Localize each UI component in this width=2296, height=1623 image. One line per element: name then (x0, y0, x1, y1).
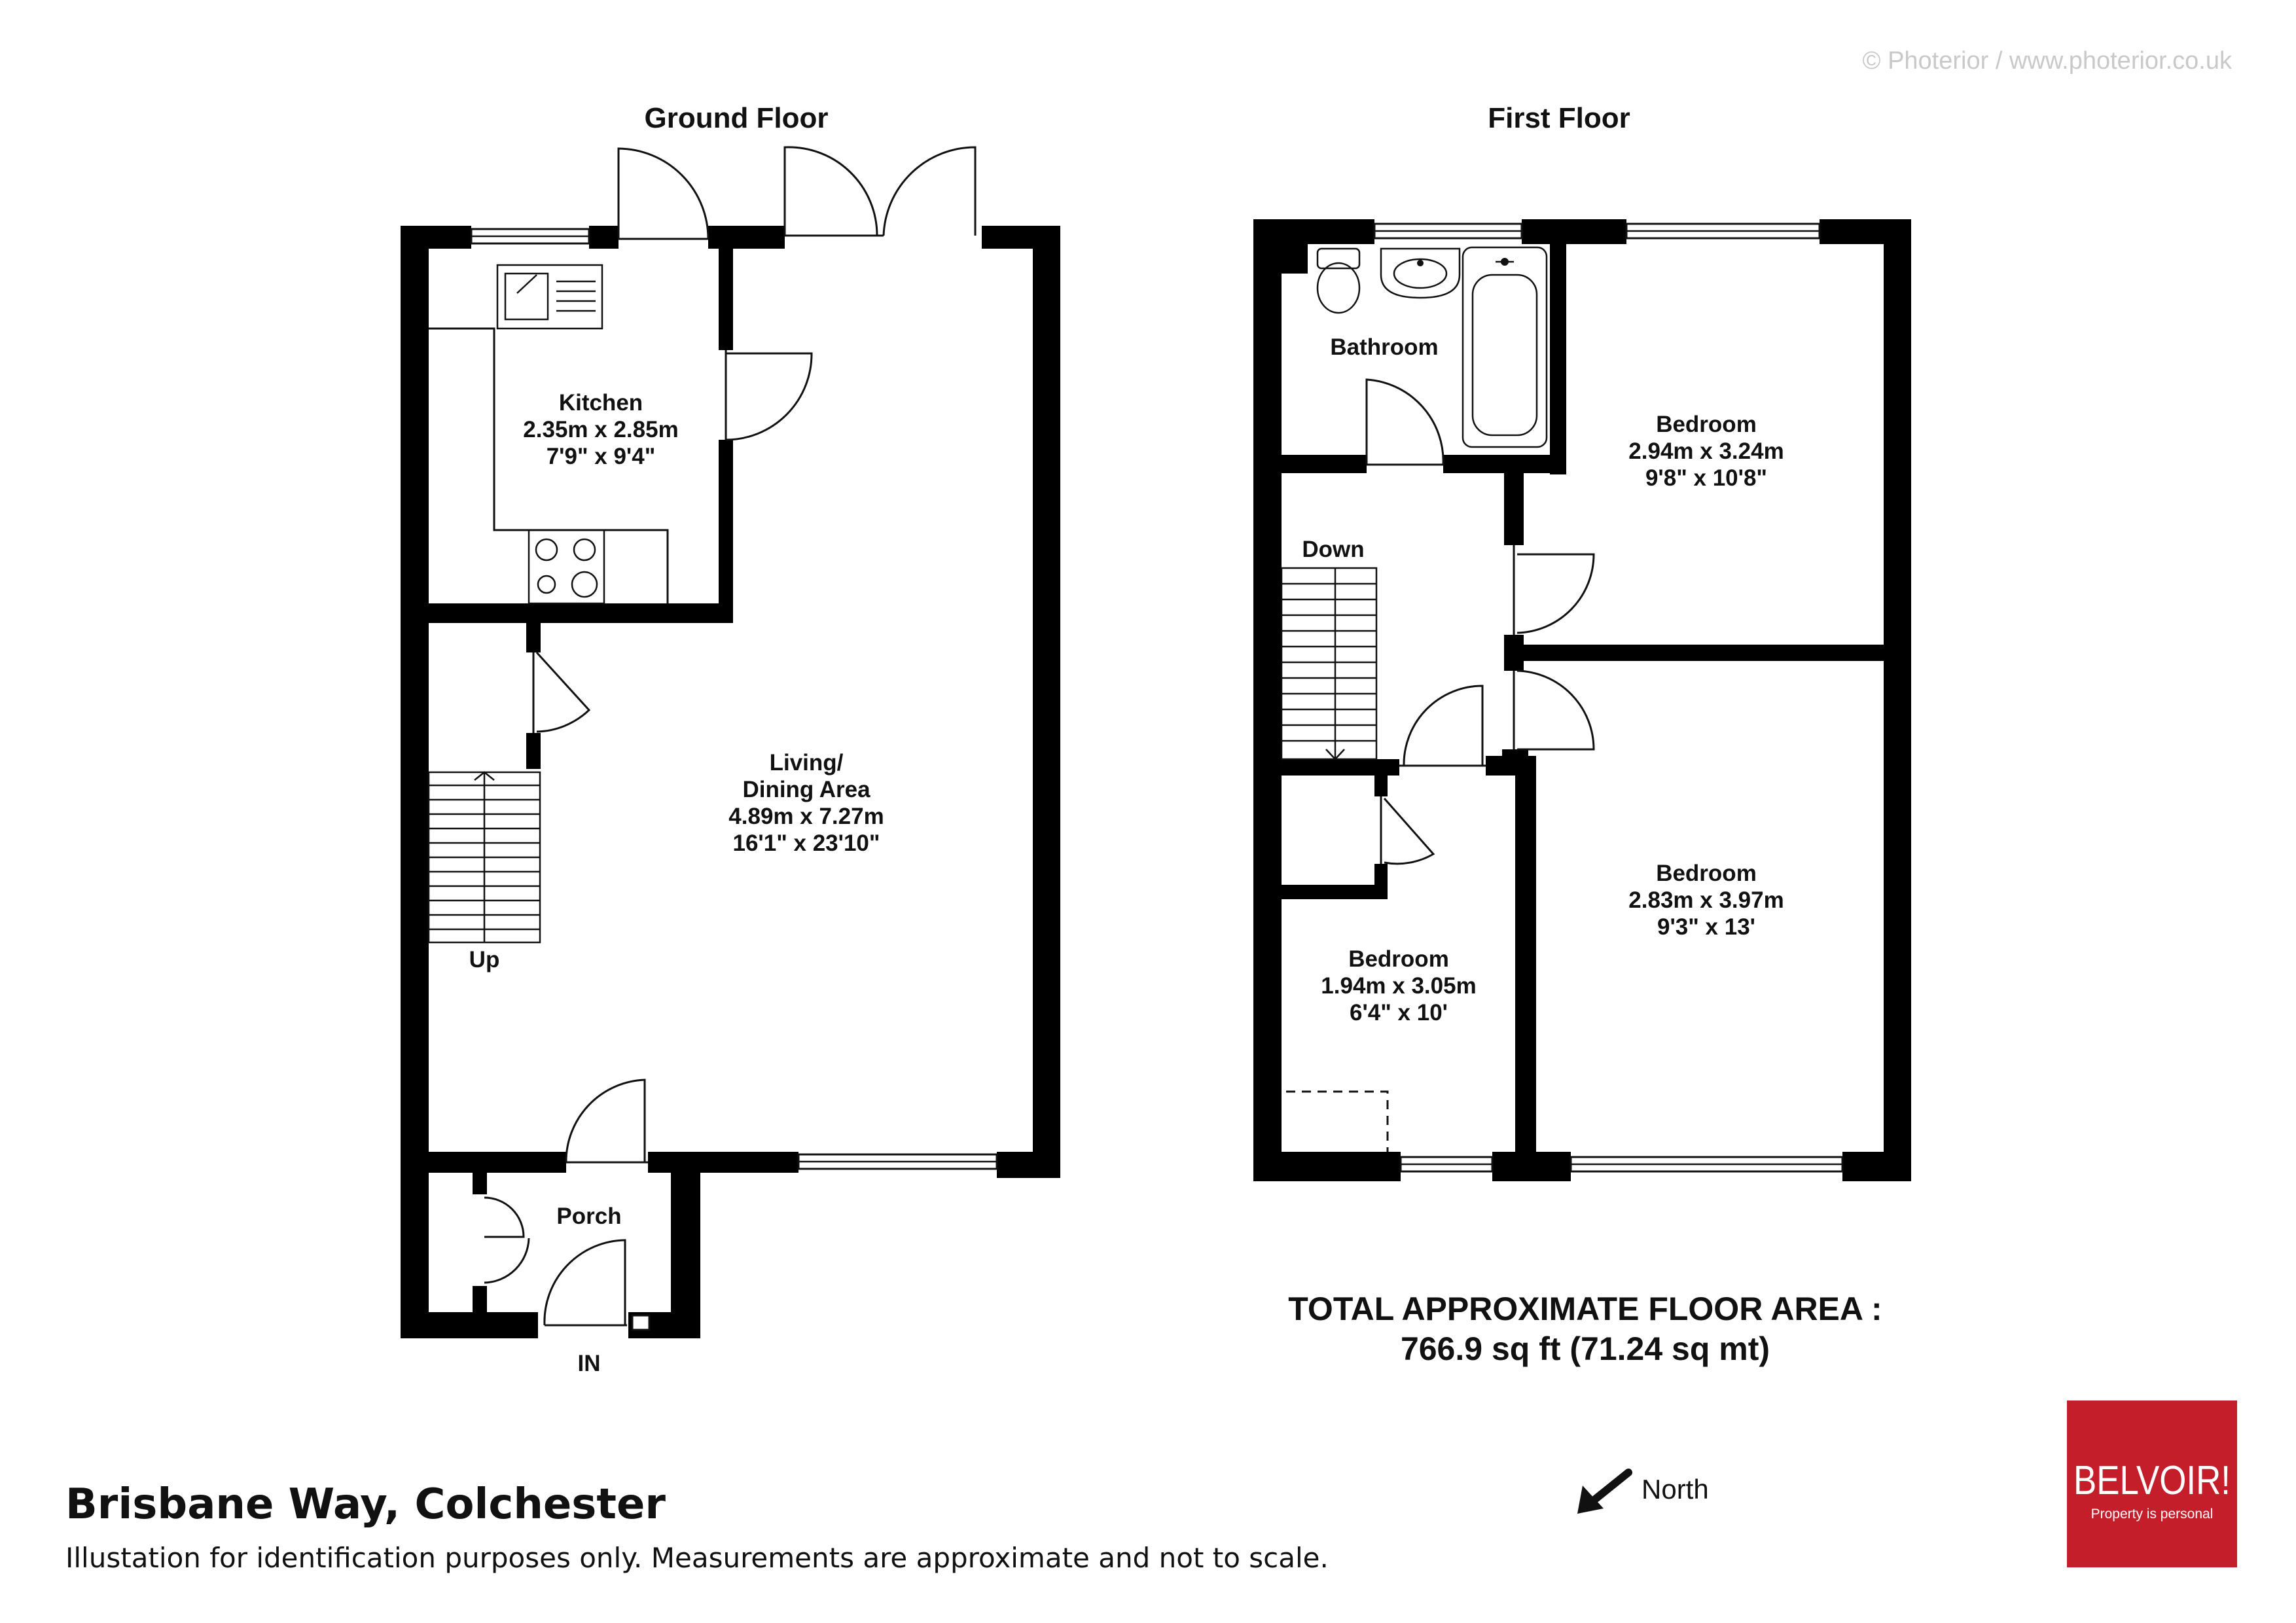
wall (1282, 244, 1308, 274)
window (631, 1314, 651, 1331)
wall (1253, 219, 1282, 1181)
kitchen-imperial: 7'9" x 9'4" (547, 444, 656, 469)
wall (589, 226, 619, 249)
wall (719, 249, 733, 350)
door-swing (1513, 669, 1595, 751)
french-doors (783, 146, 977, 237)
wall (1884, 219, 1911, 1181)
belvoir-logo: BELVOIR! Property is personal (2067, 1400, 2237, 1567)
loft-hatch (1286, 1090, 1389, 1152)
logo-tagline: Property is personal (2091, 1507, 2214, 1522)
wall (1253, 1152, 1401, 1181)
wall (1282, 455, 1367, 473)
bedroom-small-imperial: 6'4" x 10' (1350, 1000, 1448, 1026)
wall (1522, 219, 1626, 244)
sink-icon (496, 264, 603, 330)
stairs-down-label: Down (1302, 537, 1364, 562)
kitchen-label: Kitchen (559, 390, 643, 416)
bedroom-front-imperial: 9'3" x 13' (1657, 914, 1755, 940)
ground-floor-plan: Ground Floor (401, 102, 1060, 1376)
wall (982, 226, 1060, 249)
address-title: Brisbane Way, Colchester (65, 1480, 666, 1529)
wall (1033, 226, 1060, 1178)
door-swing (1365, 378, 1444, 466)
toilet-icon (1316, 262, 1361, 314)
door-swing (1513, 545, 1595, 635)
hob-icon (528, 529, 605, 605)
first-floor-title: First Floor (1488, 102, 1630, 134)
living-imperial: 16'1" x 23'10" (732, 830, 880, 856)
wall (1504, 635, 1524, 671)
north-arrow-icon (1577, 1469, 1632, 1514)
wall (1842, 1152, 1911, 1181)
north-label: North (1641, 1474, 1709, 1505)
door-swing (617, 147, 709, 240)
entrance-label: IN (578, 1351, 601, 1376)
stairs-down (1280, 567, 1378, 760)
wall (429, 603, 733, 623)
wall (997, 1152, 1060, 1178)
door-swing (532, 651, 591, 733)
wall (1515, 756, 1536, 1181)
bedroom-rear-imperial: 9'8" x 10'8" (1645, 465, 1767, 491)
wall (1502, 749, 1528, 769)
wall (1524, 645, 1884, 661)
bedroom-rear-metric: 2.94m x 3.24m (1628, 438, 1784, 464)
stairs-up (427, 771, 541, 944)
porch-label: Porch (556, 1204, 621, 1229)
total-area-line-2: 766.9 sq ft (71.24 sq mt) (1401, 1330, 1770, 1367)
bedroom-small-label: Bedroom (1348, 946, 1449, 972)
wall (473, 1286, 487, 1312)
ground-floor-title: Ground Floor (644, 102, 828, 134)
disclaimer-text: Illustation for identification purposes … (65, 1542, 1329, 1574)
kitchen-fittings (429, 264, 669, 605)
living-metric: 4.89m x 7.27m (728, 804, 884, 829)
door-swing (543, 1239, 627, 1327)
living-label-2: Dining Area (742, 777, 870, 802)
living-label-1: Living/ (770, 750, 844, 776)
copyright-text: © Photerior / www.photerior.co.uk (1863, 47, 2233, 75)
logo-name: BELVOIR! (2073, 1458, 2231, 1503)
bathroom-fixtures (1316, 246, 1548, 448)
logo-background (2067, 1400, 2237, 1567)
bath-icon (1462, 246, 1548, 448)
total-area-line-1: TOTAL APPROXIMATE FLOOR AREA : (1288, 1291, 1882, 1327)
bathroom-label: Bathroom (1330, 334, 1438, 360)
bedroom-front-metric: 2.83m x 3.97m (1628, 887, 1784, 913)
wall (708, 226, 785, 249)
wall (671, 1173, 700, 1338)
worktop (429, 327, 669, 603)
wall (401, 1312, 538, 1338)
door-swing (565, 1079, 648, 1164)
first-floor-plan: First Floor (1253, 102, 1911, 1181)
stairs-up-label: Up (469, 947, 500, 972)
wall (1282, 759, 1399, 776)
wall (1550, 244, 1566, 474)
cupboard-doors (484, 1196, 530, 1284)
wall (1374, 776, 1388, 796)
wall (526, 623, 541, 652)
wall (473, 1173, 487, 1194)
wall (1504, 473, 1524, 545)
wall (1820, 219, 1911, 244)
bedroom-front-label: Bedroom (1656, 861, 1757, 886)
wall (648, 1152, 798, 1173)
basin-icon (1380, 247, 1461, 299)
bedroom-small-metric: 1.94m x 3.05m (1321, 973, 1476, 999)
wall (719, 440, 733, 623)
door-swing (1399, 685, 1486, 767)
wall (526, 733, 541, 769)
wall (429, 1152, 566, 1173)
bedroom-rear-label: Bedroom (1656, 412, 1757, 437)
wall (1253, 219, 1374, 244)
wall (401, 226, 471, 249)
wall (401, 226, 429, 1338)
kitchen-metric: 2.35m x 2.85m (523, 417, 678, 442)
wall (1282, 885, 1388, 899)
wall (1492, 1152, 1571, 1181)
door-swing (725, 350, 813, 441)
door-swing (1380, 796, 1435, 865)
wall (1443, 455, 1566, 473)
